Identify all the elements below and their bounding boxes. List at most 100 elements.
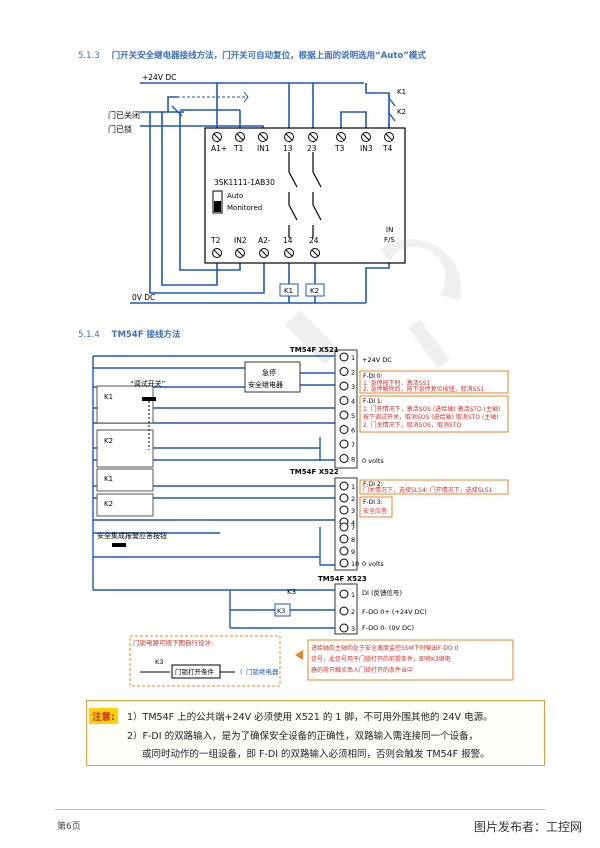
pin-9: [339, 546, 349, 556]
terminal-t1-label: T1: [233, 144, 244, 153]
note-label: 注意:: [89, 708, 118, 724]
watermark: [285, 239, 462, 368]
footer-divider: [55, 809, 545, 810]
pin-8: [339, 534, 349, 544]
supply-pos-label: +24V DC: [142, 73, 176, 82]
terminal-14-label: 14: [283, 236, 293, 245]
pin-number: 1: [351, 354, 355, 362]
pin-number: 2: [351, 369, 355, 377]
door-closed-label: 门已关闭: [108, 110, 140, 120]
terminal-a1-screw: [213, 133, 221, 141]
terminal-a2-label: A2-: [258, 236, 271, 245]
terminal-t2-label: T2: [210, 236, 221, 245]
coil-k1: [279, 283, 299, 297]
terminal-t1-screw: [236, 133, 244, 141]
section-number: 5.1.4: [78, 330, 100, 340]
terminal-in1-label: IN1: [257, 144, 270, 153]
callout-box: [307, 639, 514, 681]
pin-8: [339, 454, 349, 463]
pin-number: 9: [351, 548, 355, 556]
pin-1: [339, 352, 349, 362]
supply-neg-label: 0V DC: [132, 293, 155, 302]
pin-7: [339, 439, 349, 449]
terminal-in3-label: IN3: [360, 144, 373, 153]
pin-6: [339, 425, 349, 434]
fdi2-line1: 门关情况下，选择SLS4; 门开情况下，选择SLS1: [363, 486, 493, 494]
coil-k2-label: K2: [310, 287, 319, 295]
in-label: IN: [386, 226, 393, 234]
pin-number: 2: [351, 608, 355, 616]
note-item-3: 或同时动作的一组设备，即 F-DI 的双路输入必须相同，否则会触发 TM54F …: [142, 749, 490, 760]
x521-strip: [334, 349, 358, 469]
pin-2: [339, 367, 349, 376]
fdo-pos-label: F-DO 0+ (+24V DC): [362, 608, 427, 616]
terminal-24-label: 24: [309, 236, 319, 245]
door-relay-label: (: [240, 668, 243, 676]
callout-arrow: [295, 650, 303, 660]
mode-auto: Auto: [227, 192, 243, 200]
pin-number: 3: [351, 383, 355, 391]
contact-k1-a: K1: [104, 393, 113, 401]
door-relay-name: 门锁继电器: [246, 667, 279, 676]
terminal-t3-label: T3: [334, 144, 345, 153]
section-title: TM54F 接线方法: [111, 330, 181, 340]
k3-contact-label: K3: [287, 588, 296, 596]
contact-k1-label: K1: [397, 88, 406, 96]
k3-coil-label: K3: [277, 607, 285, 615]
pin-3: [339, 381, 349, 391]
fdi0-line1: 1. 急停按下时，激活SS1: [363, 379, 430, 387]
terminal-in2-label: IN2: [234, 236, 247, 245]
estop-relay-line2: 安全继电器: [248, 380, 283, 389]
coil-k2: [305, 283, 325, 297]
door-lock-panel: [129, 635, 281, 687]
di-feedback-label: DI (反馈信号): [362, 588, 402, 597]
x522-label: TM54F X522: [290, 468, 339, 476]
terminal-t2-screw: [213, 249, 221, 257]
fdi3-line1: 安全应答: [363, 507, 387, 515]
pin-0v-label-x522: 0 volts: [362, 560, 384, 568]
note-box: [86, 700, 545, 766]
pin-number: 3: [351, 625, 355, 633]
terminal-t3-screw: [337, 133, 345, 141]
pin-number: 10: [351, 560, 359, 568]
terminal-in2-screw: [236, 249, 244, 257]
callout-line2: 信号，此信号用于门锁打开的前提条件，即将K3继电: [311, 655, 451, 663]
pin-number: 6: [351, 427, 355, 435]
pin-number: 7: [351, 441, 355, 449]
relay-body: [204, 127, 406, 264]
pin-number: 1: [351, 591, 355, 599]
terminal-t4-screw: [385, 133, 393, 141]
estop-relay-line1: 急停: [262, 368, 276, 377]
terminal-14-screw: [285, 249, 293, 257]
coil-k1-label: K1: [284, 287, 293, 295]
terminal-24-screw: [311, 249, 319, 257]
contact-k2-a: K2: [104, 437, 113, 445]
terminal-23-screw: [309, 133, 317, 141]
mode-switch-knob: [214, 201, 221, 212]
k3-coil: [274, 603, 291, 617]
mode-monitored: Monitored: [227, 204, 262, 212]
x523-label: TM54F X523: [318, 575, 367, 583]
fdo-neg-label: F-DO 0- (0V DC): [362, 624, 414, 632]
fdi0-line2: 2. 急停解除后，按下急停复位按钮，取消SS1: [363, 385, 484, 393]
section-title: 门开关安全继电器接线方法，门开关可自动复位，根据上面的说明选用“Auto”模式: [111, 51, 426, 61]
pin-3: [339, 505, 349, 515]
contact-k2-b: K2: [104, 500, 113, 508]
pin-number: 1: [351, 483, 355, 491]
pin-24v-label: +24V DC: [362, 356, 392, 364]
fdi1-line1: 1. 门开情况下，激活SOS (进给轴) 激活STO (主轴): [363, 405, 500, 413]
terminal-13-screw: [285, 133, 293, 141]
pin-2: [339, 493, 349, 503]
terminal-t4-label: T4: [382, 144, 393, 153]
callout-line3: 器的常开触点串入门锁打开的条件当中: [311, 666, 413, 674]
pin-number: 8: [351, 536, 355, 544]
terminal-a2-screw: [260, 249, 268, 257]
pin-number: 4: [351, 398, 355, 406]
terminal-a1-label: A1+: [211, 144, 227, 153]
pin-10: [339, 558, 349, 568]
note-item-1: 1）TM54F 上的公共端+24V 必须使用 X521 的 1 脚，不可用外围其…: [127, 712, 493, 723]
page-number: 第6页: [57, 822, 81, 832]
pin-7: [339, 522, 349, 532]
section-heading-5-1-4: 5.1.4 TM54F 接线方法: [78, 328, 181, 340]
door-open-cond-label: 门锁打开条件: [175, 667, 215, 676]
